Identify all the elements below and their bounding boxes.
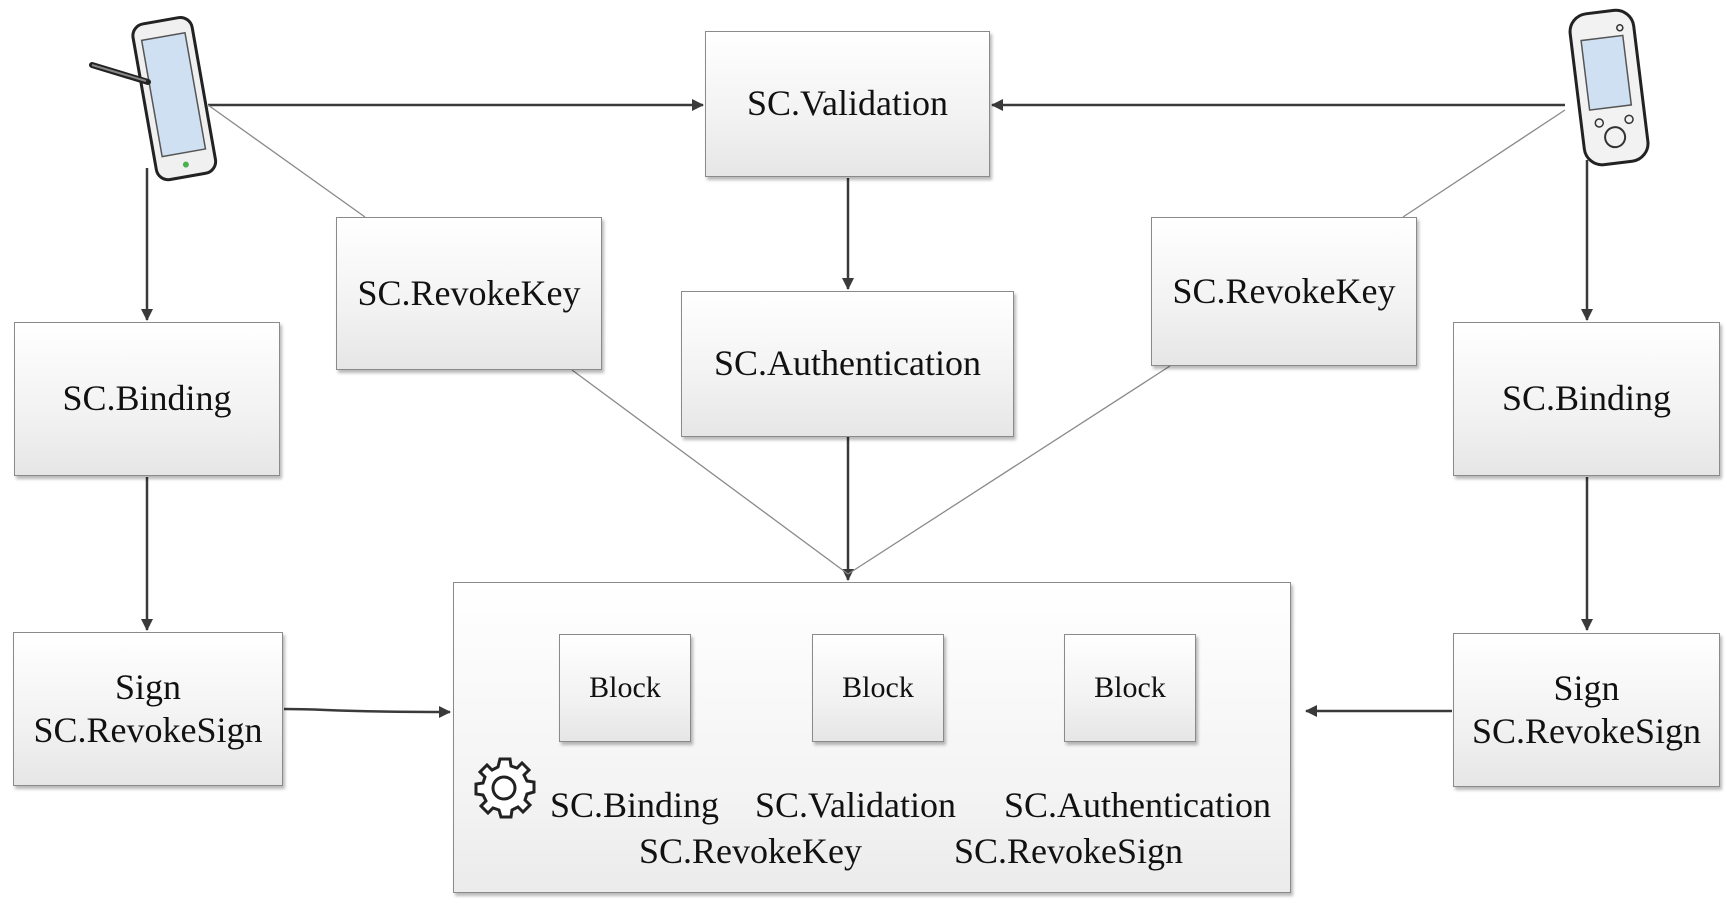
block-1-label: Block: [589, 671, 661, 704]
right-sign-label: Sign: [1553, 667, 1620, 708]
authentication-box: SC.Authentication: [681, 291, 1014, 437]
left-sign-box: Sign SC.RevokeSign: [13, 632, 283, 786]
stylus-icon: [89, 62, 151, 85]
validation-label: SC.Validation: [746, 83, 948, 124]
block-3: Block: [1064, 634, 1196, 742]
block-2: Block: [812, 634, 944, 742]
left-binding-box: SC.Binding: [14, 322, 280, 476]
right-sign-box: Sign SC.RevokeSign: [1453, 633, 1720, 787]
left-sign-label: Sign: [114, 666, 182, 707]
chain-contract-validation: SC.Validation: [755, 785, 957, 825]
left-revokekey-label: SC.RevokeKey: [357, 272, 581, 313]
authentication-label: SC.Authentication: [714, 343, 981, 384]
line-phone-to-right-revokekey: [1402, 109, 1566, 218]
block-1: Block: [559, 634, 691, 742]
mobile-phone-icon: [1568, 8, 1650, 167]
right-revokekey-box: SC.RevokeKey: [1151, 217, 1417, 366]
tablet-icon: [131, 15, 218, 182]
right-revokesign-label: SC.RevokeSign: [1471, 711, 1702, 751]
block-2-label: Block: [842, 671, 914, 704]
left-revokekey-box: SC.RevokeKey: [336, 217, 602, 370]
right-binding-label: SC.Binding: [1501, 378, 1672, 419]
left-revokesign-label: SC.RevokeSign: [33, 710, 263, 750]
right-binding-box: SC.Binding: [1453, 322, 1720, 476]
right-revokekey-label: SC.RevokeKey: [1172, 270, 1396, 311]
line-left-revokekey-to-chain: [571, 369, 849, 575]
block-3-label: Block: [1094, 671, 1166, 704]
line-right-revokekey-to-chain: [847, 365, 1171, 575]
chain-contract-binding: SC.Binding: [550, 785, 720, 825]
line-tablet-to-left-revokekey: [207, 104, 366, 218]
chain-contract-revokekey: SC.RevokeKey: [639, 831, 862, 871]
arrow-left-sign-to-chain: [283, 705, 451, 718]
chain-contract-authentication: SC.Authentication: [1004, 785, 1271, 825]
left-binding-label: SC.Binding: [62, 378, 232, 419]
validation-box: SC.Validation: [705, 31, 990, 177]
chain-contract-revokesign: SC.RevokeSign: [954, 831, 1184, 871]
gear-icon: [474, 757, 536, 819]
